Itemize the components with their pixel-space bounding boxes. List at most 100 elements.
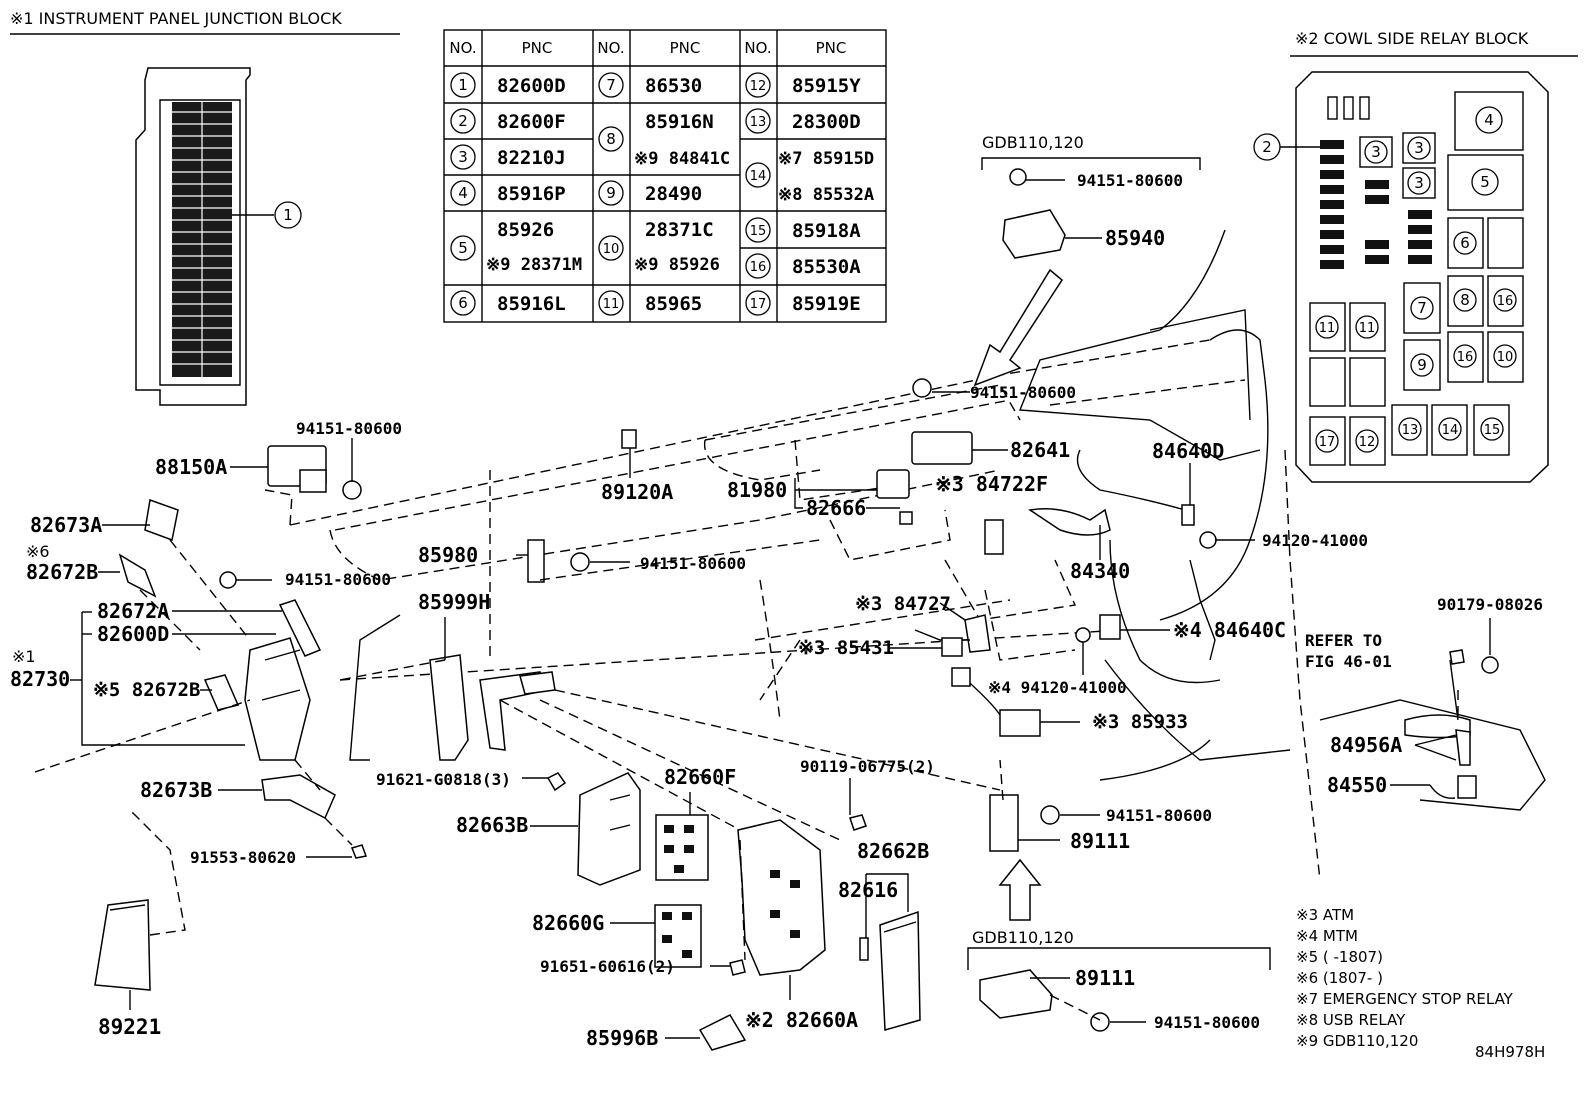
svg-text:※1: ※1 xyxy=(12,647,36,666)
svg-text:91553-80620: 91553-80620 xyxy=(190,848,296,867)
figure-id: 84H978H xyxy=(1475,1043,1545,1061)
svg-text:84640D: 84640D xyxy=(1152,439,1224,463)
part-82730-ecu xyxy=(203,637,311,761)
svg-text:91651-60616(2): 91651-60616(2) xyxy=(540,957,675,976)
svg-text:15: 15 xyxy=(750,224,767,239)
svg-text:85915Y: 85915Y xyxy=(792,75,861,97)
part-85431 xyxy=(914,629,970,657)
svg-text:8: 8 xyxy=(1460,291,1470,309)
svg-text:13: 13 xyxy=(750,115,767,130)
svg-text:82672B: 82672B xyxy=(26,560,98,584)
part-89221 xyxy=(94,899,151,991)
svg-text:7: 7 xyxy=(606,76,616,94)
svg-text:89221: 89221 xyxy=(98,1015,161,1039)
svg-text:85980: 85980 xyxy=(418,543,478,567)
footnotes: ※3 ATM ※4 MTM ※5 ( -1807) ※6 (1807- ) ※7… xyxy=(1296,906,1545,1061)
svg-text:82673B: 82673B xyxy=(140,778,212,802)
part-89120A xyxy=(621,429,637,449)
svg-text:82660F: 82660F xyxy=(664,765,736,789)
svg-text:11: 11 xyxy=(1359,321,1376,336)
svg-text:GDB110,120: GDB110,120 xyxy=(972,928,1074,947)
svg-text:3: 3 xyxy=(1414,139,1424,157)
svg-text:3: 3 xyxy=(1371,143,1381,161)
svg-text:86530: 86530 xyxy=(645,75,702,97)
arrows xyxy=(973,268,1063,921)
svg-text:NO.: NO. xyxy=(744,39,771,57)
part-89111-bottom xyxy=(979,969,1053,1019)
part-82673B xyxy=(261,774,336,820)
svg-text:8: 8 xyxy=(606,130,616,148)
svg-text:94151-80600: 94151-80600 xyxy=(285,570,391,589)
svg-text:※6 (1807- ): ※6 (1807- ) xyxy=(1296,969,1383,987)
part-82672A xyxy=(278,599,322,657)
part-84727 xyxy=(964,614,991,653)
part-89111-top xyxy=(989,794,1019,852)
svg-text:※5 82672B: ※5 82672B xyxy=(93,679,200,701)
callout-1: 1 xyxy=(283,206,293,224)
svg-text:85916P: 85916P xyxy=(497,183,566,205)
svg-text:※2 82660A: ※2 82660A xyxy=(745,1008,858,1032)
part-81980 xyxy=(876,469,910,499)
svg-text:28490: 28490 xyxy=(645,183,702,205)
svg-text:7: 7 xyxy=(1417,299,1427,317)
svg-text:28371C: 28371C xyxy=(645,219,714,241)
svg-text:82730: 82730 xyxy=(10,667,70,691)
svg-text:85999H: 85999H xyxy=(418,590,490,614)
svg-text:※9 85926: ※9 85926 xyxy=(634,255,720,275)
svg-text:94151-80600: 94151-80600 xyxy=(640,554,746,573)
dashed-routing xyxy=(34,470,1459,1021)
cowl-side-relay-block: 2 4 3 3 3 5 6 7 8 16 9 xyxy=(1253,71,1549,483)
part-82663B xyxy=(577,772,641,886)
svg-text:1: 1 xyxy=(458,76,468,94)
svg-text:REFER TO: REFER TO xyxy=(1305,631,1382,650)
svg-text:85916L: 85916L xyxy=(497,293,566,315)
svg-text:5: 5 xyxy=(1480,173,1490,191)
part-82672B-top xyxy=(118,553,157,598)
svg-text:※9 84841C: ※9 84841C xyxy=(634,149,730,169)
svg-text:89120A: 89120A xyxy=(601,480,673,504)
svg-text:11: 11 xyxy=(603,297,620,312)
part-82666 xyxy=(899,511,913,525)
svg-text:※7 EMERGENCY STOP RELAY: ※7 EMERGENCY STOP RELAY xyxy=(1296,990,1514,1008)
svg-text:94151-80600: 94151-80600 xyxy=(970,383,1076,402)
svg-text:82663B: 82663B xyxy=(456,813,528,837)
svg-text:14: 14 xyxy=(1442,423,1459,438)
svg-text:12: 12 xyxy=(750,79,767,94)
svg-text:PNC: PNC xyxy=(522,39,553,57)
svg-text:4: 4 xyxy=(458,184,468,202)
svg-text:16: 16 xyxy=(750,260,767,275)
svg-text:84956A: 84956A xyxy=(1330,733,1402,757)
svg-text:※8 USB RELAY: ※8 USB RELAY xyxy=(1296,1011,1406,1029)
svg-text:85965: 85965 xyxy=(645,293,702,315)
svg-text:82673A: 82673A xyxy=(30,513,102,537)
svg-text:94151-80600: 94151-80600 xyxy=(1154,1013,1260,1032)
part-84340 xyxy=(1028,508,1111,536)
svg-text:82641: 82641 xyxy=(1010,438,1070,462)
part-85996B xyxy=(698,1014,747,1051)
svg-text:89111: 89111 xyxy=(1070,829,1130,853)
svg-text:16: 16 xyxy=(1457,350,1474,365)
leader-lines xyxy=(70,157,1491,1039)
svg-text:17: 17 xyxy=(750,297,767,312)
svg-text:GDB110,120: GDB110,120 xyxy=(982,133,1084,152)
svg-text:※3 85431: ※3 85431 xyxy=(798,637,894,659)
part-84640D xyxy=(1076,449,1195,526)
svg-text:82600D: 82600D xyxy=(497,75,566,97)
svg-text:85918A: 85918A xyxy=(792,220,861,242)
header-instrument-panel: ※1 INSTRUMENT PANEL JUNCTION BLOCK xyxy=(10,9,342,28)
svg-text:91621-G0818(3): 91621-G0818(3) xyxy=(376,770,511,789)
svg-text:85940: 85940 xyxy=(1105,226,1165,250)
pnc-table: NO. PNC NO. PNC NO. PNC 1 82600D 2 82600… xyxy=(443,29,887,323)
svg-text:PNC: PNC xyxy=(670,39,701,57)
svg-text:3: 3 xyxy=(458,148,468,166)
svg-text:28300D: 28300D xyxy=(792,111,861,133)
svg-text:85916N: 85916N xyxy=(645,111,714,133)
svg-text:82666: 82666 xyxy=(806,496,866,520)
part-85999H-bracket xyxy=(429,654,556,761)
svg-text:※5 ( -1807): ※5 ( -1807) xyxy=(1296,948,1383,966)
part-84956A xyxy=(1404,714,1471,766)
svg-text:FIG 46-01: FIG 46-01 xyxy=(1305,652,1392,671)
part-82641 xyxy=(911,431,973,465)
svg-text:85530A: 85530A xyxy=(792,256,861,278)
svg-text:94151-80600: 94151-80600 xyxy=(1077,171,1183,190)
